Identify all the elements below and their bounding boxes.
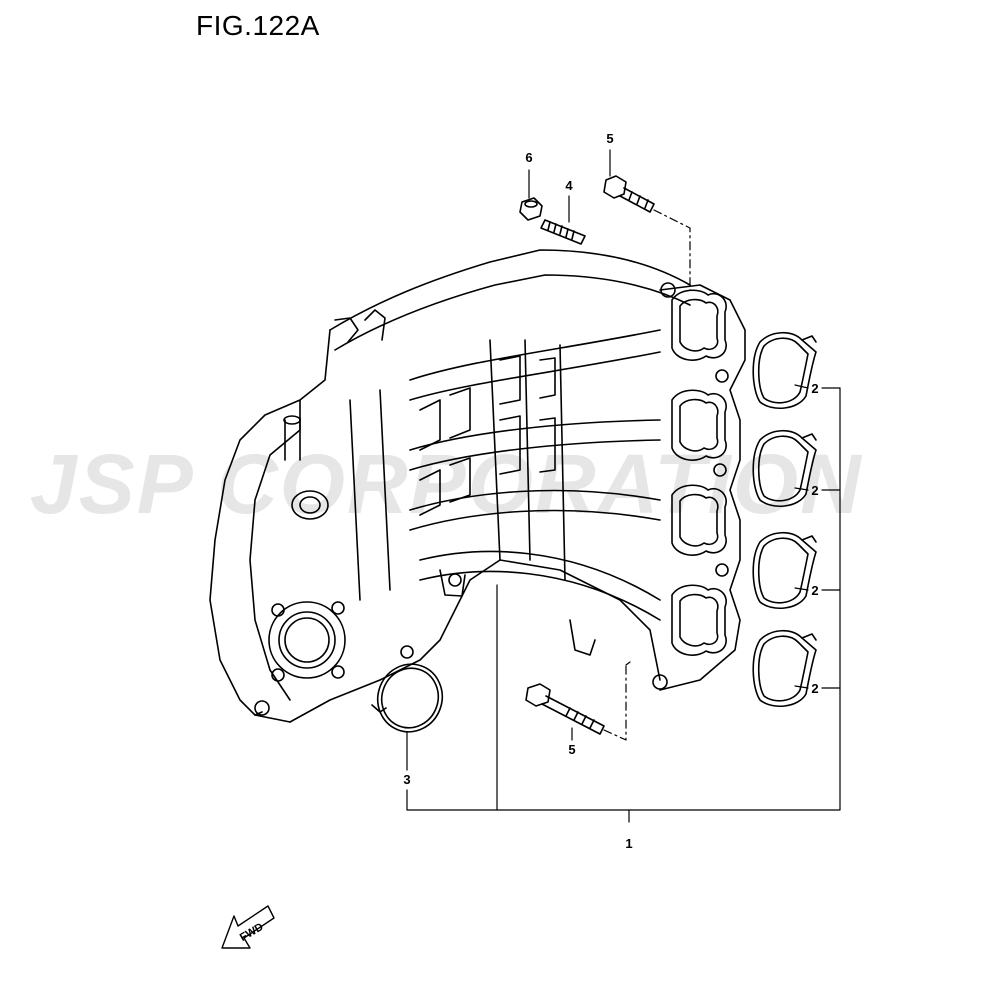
callout-4: 4	[565, 178, 573, 193]
intake-manifold-drawing	[209, 249, 746, 723]
callout-1: 1	[625, 836, 632, 851]
callout-2-third: 2	[811, 583, 818, 598]
figure-title: FIG.122A	[196, 10, 320, 41]
stud-bolt-drawing	[540, 219, 586, 245]
callout-2-fourth: 2	[811, 681, 818, 696]
fwd-arrow-icon	[221, 905, 275, 949]
leader-lines	[406, 149, 841, 823]
callout-5-upper: 5	[606, 131, 613, 146]
callout-6: 6	[525, 150, 532, 165]
callout-5-lower: 5	[568, 742, 575, 757]
callout-3: 3	[403, 772, 410, 787]
nut-drawing	[519, 197, 543, 221]
callout-2-second: 2	[811, 483, 818, 498]
bolt-upper-drawing	[603, 175, 655, 213]
gasket-set-drawing	[752, 331, 817, 707]
o-ring-drawing	[371, 663, 444, 733]
callout-2-first: 2	[811, 381, 818, 396]
bolt-lower-drawing	[525, 683, 605, 735]
fwd-arrow-label: FWD	[238, 921, 266, 944]
